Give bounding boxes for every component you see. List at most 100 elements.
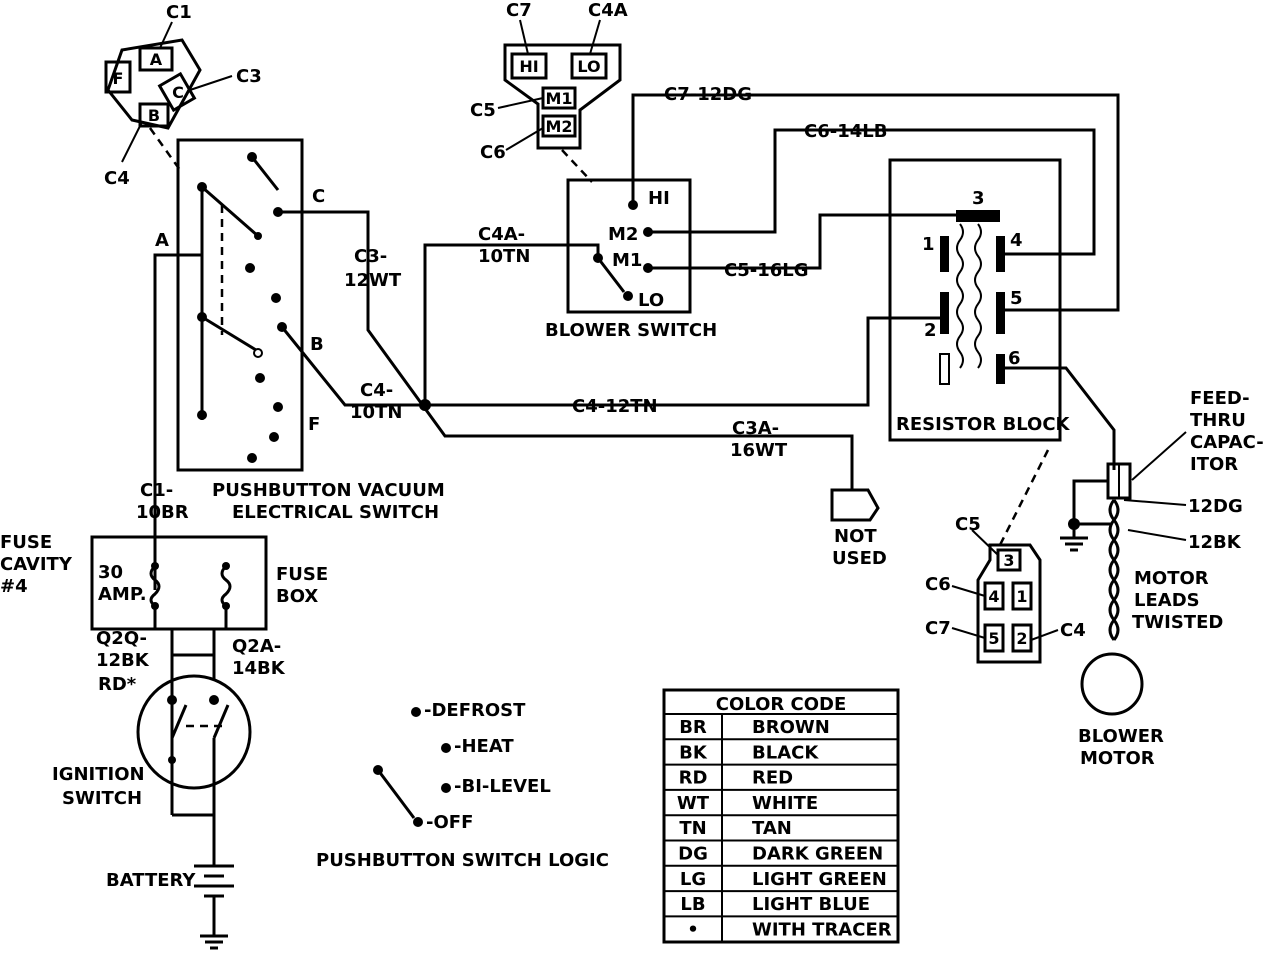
battery-symbol: BATTERY <box>106 864 234 950</box>
color-code-name: RED <box>752 768 793 789</box>
color-code-abbr: DG <box>678 844 708 865</box>
wire-q2a-1: Q2A- <box>232 636 281 657</box>
logic-defrost: -DEFROST <box>424 700 526 721</box>
fuse-box-2: BOX <box>276 586 318 607</box>
wire-c5-16lg: C5-16LG <box>724 260 809 281</box>
plug-pin-4: 4 <box>988 587 999 606</box>
capacitor-1: FEED- <box>1190 388 1250 409</box>
color-code-abbr: BK <box>679 742 708 763</box>
color-code-abbr: WT <box>677 793 710 814</box>
color-code-name: BLACK <box>752 742 819 763</box>
pin-c: C <box>312 186 325 207</box>
ignition-2: SWITCH <box>62 788 142 809</box>
c4a-label: C4A <box>588 0 628 21</box>
capacitor-motor: FEED- THRU CAPAC- ITOR 12DG 12BK MOTOR L… <box>1060 388 1264 769</box>
pushbutton-title-1: PUSHBUTTON VACUUM <box>212 480 445 501</box>
ignition-switch: IGNITION SWITCH <box>52 606 252 865</box>
c1-label: C1 <box>166 2 192 23</box>
fuse-cavity-1: FUSE <box>0 532 52 553</box>
pin-b-label: B <box>148 106 160 125</box>
switch-logic-legend: -DEFROST -HEAT -BI-LEVEL -OFF PUSHBUTTON… <box>316 700 609 871</box>
vacuum-switch-connector: A F C B C1 C3 C4 <box>104 2 262 189</box>
color-code-name: DARK GREEN <box>752 844 883 865</box>
fuse-box: FUSE CAVITY #4 30 AMP. FUSE BOX <box>0 532 328 631</box>
wire-c4-12tn: C4-12TN <box>572 396 658 417</box>
wire-c7-12dg: C7-12DG <box>664 84 752 105</box>
blower-switch-connector: HI LO M1 M2 C7 C4A C5 C6 <box>470 0 628 183</box>
pin-a: A <box>155 230 169 251</box>
c7-label: C7 <box>506 0 532 21</box>
terminal-6: 6 <box>1008 348 1021 369</box>
wire-q2q-3: RD* <box>98 674 137 695</box>
color-code-abbr: BR <box>679 717 707 738</box>
m2-terminal: M2 <box>608 224 638 245</box>
wire-c4-2: 10TN <box>350 402 402 423</box>
color-code-name: WITH TRACER <box>752 919 892 940</box>
resistor-block-title: RESISTOR BLOCK <box>896 414 1071 435</box>
m1-plug-label: M1 <box>545 89 572 108</box>
terminal-4: 4 <box>1010 230 1023 251</box>
wire-12dg: 12DG <box>1188 496 1243 517</box>
rplug-c5-label: C5 <box>955 514 981 535</box>
plug-pin-2: 2 <box>1016 629 1027 648</box>
fuse-amp-2: AMP. <box>98 584 147 605</box>
color-code-name: BROWN <box>752 717 830 738</box>
logic-off: -OFF <box>426 812 473 833</box>
capacitor-2: THRU <box>1190 410 1246 431</box>
pin-a-label: A <box>150 50 163 69</box>
wire-c4a-2: 10TN <box>478 246 530 267</box>
color-code-abbr: RD <box>679 768 708 789</box>
pin-f: F <box>308 414 320 435</box>
m2-plug-label: M2 <box>545 117 572 136</box>
terminal-2: 2 <box>924 320 937 341</box>
c4-label: C4 <box>104 168 130 189</box>
wire-q2a-2: 14BK <box>232 658 286 679</box>
blower-motor-2: MOTOR <box>1080 748 1155 769</box>
rplug-c7-label: C7 <box>925 618 951 639</box>
c6-label: C6 <box>480 142 506 163</box>
capacitor-4: ITOR <box>1190 454 1238 475</box>
logic-title: PUSHBUTTON SWITCH LOGIC <box>316 850 609 871</box>
color-code-title: COLOR CODE <box>716 694 847 715</box>
fuse-amp-1: 30 <box>98 562 123 583</box>
wire-q2q-1: Q2Q- <box>96 628 147 649</box>
wire-c6-14lb: C6-14LB <box>804 121 887 142</box>
color-code-abbr: LG <box>680 869 706 890</box>
resistor-connector: 3 4 1 5 2 C5 C6 C7 C4 <box>925 449 1086 664</box>
motor-leads-1: MOTOR <box>1134 568 1209 589</box>
fuse-cavity-3: #4 <box>0 576 28 597</box>
color-code-name: WHITE <box>752 793 818 814</box>
not-used-terminal: NOT USED <box>830 488 887 569</box>
terminal-5: 5 <box>1010 288 1023 309</box>
wire-c3-2: 12WT <box>344 270 402 291</box>
color-code-abbr: LB <box>680 894 705 915</box>
wire-c3a-2: 16WT <box>730 440 788 461</box>
wire-c1-1: C1- <box>140 480 173 501</box>
lo-plug-label: LO <box>577 57 600 76</box>
lo-terminal: LO <box>638 290 664 311</box>
logic-bilevel: -BI-LEVEL <box>454 776 551 797</box>
capacitor-3: CAPAC- <box>1190 432 1264 453</box>
color-code-name: TAN <box>752 818 792 839</box>
not-used-2: USED <box>832 548 887 569</box>
wire-q2q-2: 12BK <box>96 650 150 671</box>
ignition-1: IGNITION <box>52 764 145 785</box>
blower-switch: HI M2 M1 LO BLOWER SWITCH <box>545 178 717 341</box>
fuse-cavity-2: CAVITY <box>0 554 73 575</box>
pin-f-label: F <box>113 69 124 88</box>
c5-label: C5 <box>470 100 496 121</box>
battery-label: BATTERY <box>106 870 196 891</box>
wire-c1-2: 10BR <box>136 502 189 523</box>
rplug-c6-label: C6 <box>925 574 951 595</box>
wire-12bk: 12BK <box>1188 532 1242 553</box>
terminal-1: 1 <box>922 234 935 255</box>
plug-pin-5: 5 <box>988 629 999 648</box>
motor-leads-2: LEADS <box>1134 590 1200 611</box>
fuse-box-1: FUSE <box>276 564 328 585</box>
pin-b: B <box>310 334 324 355</box>
pushbutton-vacuum-switch: A C B F PUSHBUTTON VACUUM ELECTRICAL SWI… <box>155 138 445 523</box>
color-code-name: LIGHT BLUE <box>752 894 870 915</box>
